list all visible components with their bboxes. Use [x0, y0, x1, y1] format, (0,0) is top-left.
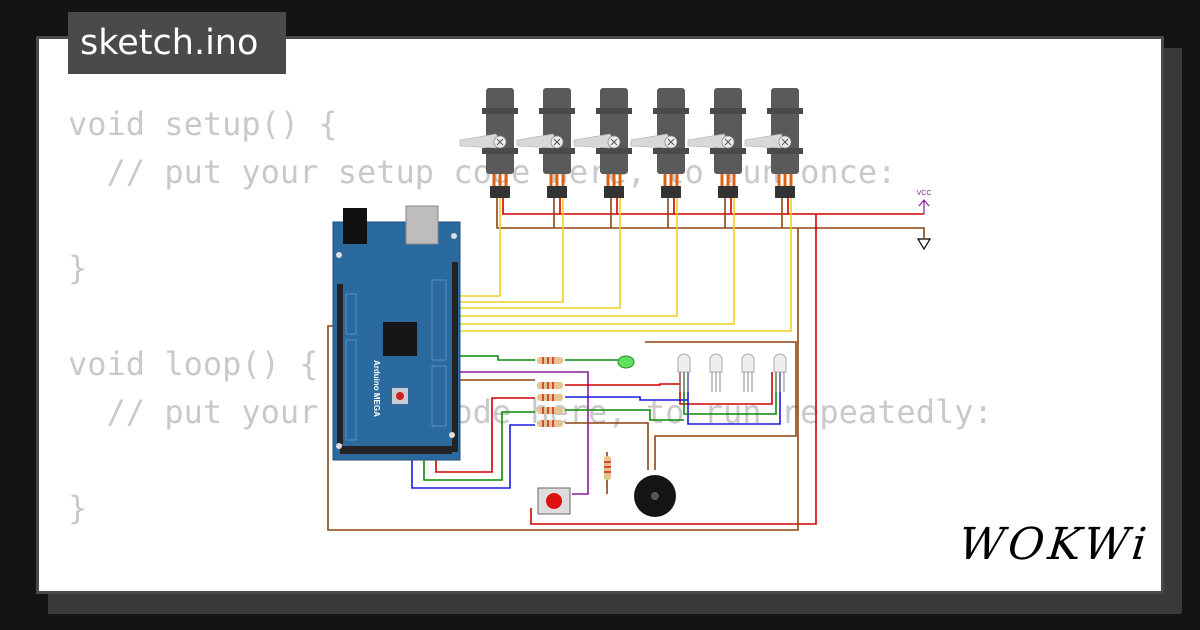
- signal-wire-1: [458, 198, 501, 297]
- wokwi-logo: WOKWi: [956, 519, 1153, 570]
- green-led[interactable]: [617, 355, 635, 369]
- board-label: Arduino MEGA: [372, 360, 381, 417]
- servo-4[interactable]: [630, 88, 689, 198]
- rgb-red-wire: [679, 372, 773, 405]
- signal-wire-3: [458, 198, 621, 309]
- mcu-chip: [383, 322, 417, 356]
- vcc-down-wire: [530, 214, 817, 525]
- rgb-green-wire: [683, 372, 777, 415]
- rgb-common-wire: [645, 341, 797, 470]
- rgb-led-4[interactable]: [773, 353, 787, 392]
- res-wire-4: [565, 422, 649, 470]
- board-silkscreen: [345, 279, 447, 441]
- resistor-1[interactable]: [537, 357, 563, 364]
- power-header: [337, 284, 343, 444]
- resistor-5[interactable]: [537, 420, 563, 427]
- res-wire-1: [565, 383, 680, 386]
- servos: [459, 88, 803, 198]
- resistor-3[interactable]: [537, 394, 563, 401]
- bottom-header: [340, 446, 452, 454]
- servo-6[interactable]: [744, 88, 803, 198]
- rgb-blue-wire: [687, 372, 781, 425]
- button-wire: [457, 364, 589, 495]
- ground-symbol: [916, 238, 932, 251]
- signal-wire-6: [458, 198, 792, 332]
- board-wire-blue: [411, 424, 535, 489]
- servo-vcc-wires: [559, 198, 789, 214]
- wires: [327, 198, 925, 531]
- board-wire-green: [423, 411, 535, 481]
- servo-3[interactable]: [573, 88, 632, 198]
- digital-header: [452, 262, 458, 452]
- servo-5[interactable]: [687, 88, 746, 198]
- res-wire-3: [565, 409, 684, 421]
- vcc-label: VCC: [917, 190, 932, 197]
- servo-2[interactable]: [516, 88, 575, 198]
- gnd-down-wire: [327, 228, 799, 531]
- servo-1[interactable]: [459, 88, 518, 198]
- gnd-rail-wire: [496, 198, 925, 238]
- rgb-led-2[interactable]: [709, 353, 723, 392]
- rgb-leds: [677, 353, 787, 392]
- resistor-2[interactable]: [537, 382, 563, 389]
- rgb-led-3[interactable]: [741, 353, 755, 392]
- resistor-6[interactable]: [604, 456, 611, 480]
- buzzer[interactable]: [634, 475, 676, 517]
- code-line: }: [68, 489, 88, 527]
- rgb-led-1[interactable]: [677, 353, 691, 392]
- signal-wire-4: [458, 198, 678, 317]
- code-line: }: [68, 249, 88, 287]
- resistor-4[interactable]: [537, 407, 563, 414]
- file-tab[interactable]: sketch.ino: [68, 12, 286, 74]
- signal-wire-2: [458, 198, 564, 303]
- led-wire: [458, 355, 618, 361]
- vcc-symbol: VCC: [917, 190, 932, 214]
- servo-gnd-wires: [553, 198, 783, 228]
- signal-wire-5: [458, 198, 735, 325]
- code-line: void loop() {: [68, 345, 319, 383]
- arduino-mega-board[interactable]: Arduino MEGA: [332, 205, 461, 461]
- res-wire-2: [565, 396, 688, 401]
- push-button[interactable]: [537, 487, 571, 515]
- vcc-rail-wire: [502, 198, 924, 215]
- board-wire-red: [435, 397, 535, 473]
- code-editor: void setup() { // put your setup code he…: [68, 100, 993, 532]
- resistors: [537, 357, 611, 480]
- code-line: void setup() {: [68, 105, 338, 143]
